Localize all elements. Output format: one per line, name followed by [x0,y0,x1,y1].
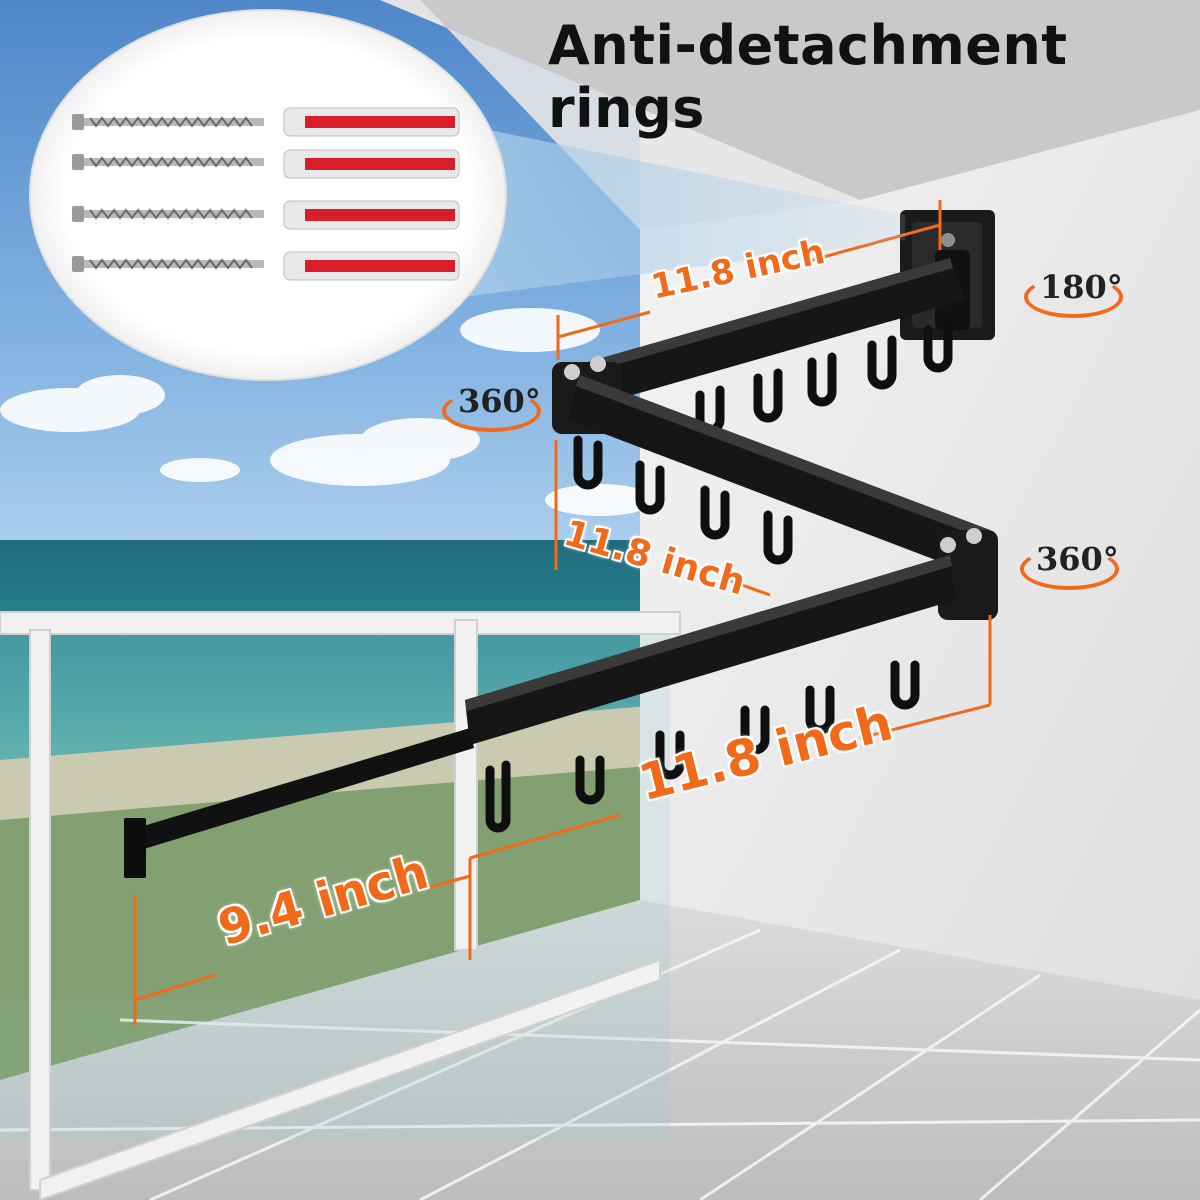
heading: Anti-detachment rings [548,14,1068,140]
callout-beam [440,120,905,300]
top-arm [560,258,965,410]
folding-drying-rack [124,210,998,878]
wall-anchors-group [283,107,460,281]
screw [72,206,264,222]
wall-anchor [283,149,460,179]
bottom-arm-hooks [485,660,920,833]
accessories-callout [29,9,507,381]
wall-anchor [283,200,460,230]
rotation-joint-upper: 360° [442,382,542,432]
wall-anchor [283,251,460,281]
clouds [0,308,655,516]
floor [0,900,1200,1200]
middle-arm [568,375,990,575]
rotation-joint-lower-label: 360° [1036,540,1119,578]
dimension-lines [133,200,992,1025]
screw [72,154,264,170]
middle-arm-hooks [573,435,793,565]
screw [72,114,264,130]
rotation-wall-mount: 180° [1024,268,1124,318]
bottom-arm [465,555,955,745]
end-cap [124,818,146,878]
extension-bar [130,728,474,852]
rotation-wall-mount-label: 180° [1040,268,1123,306]
rotation-joint-lower: 360° [1020,540,1120,590]
rotation-joint-upper-label: 360° [458,382,541,420]
screws-group [72,114,264,272]
wall-anchor [283,107,460,137]
ceiling [380,0,1200,200]
screw [72,256,264,272]
